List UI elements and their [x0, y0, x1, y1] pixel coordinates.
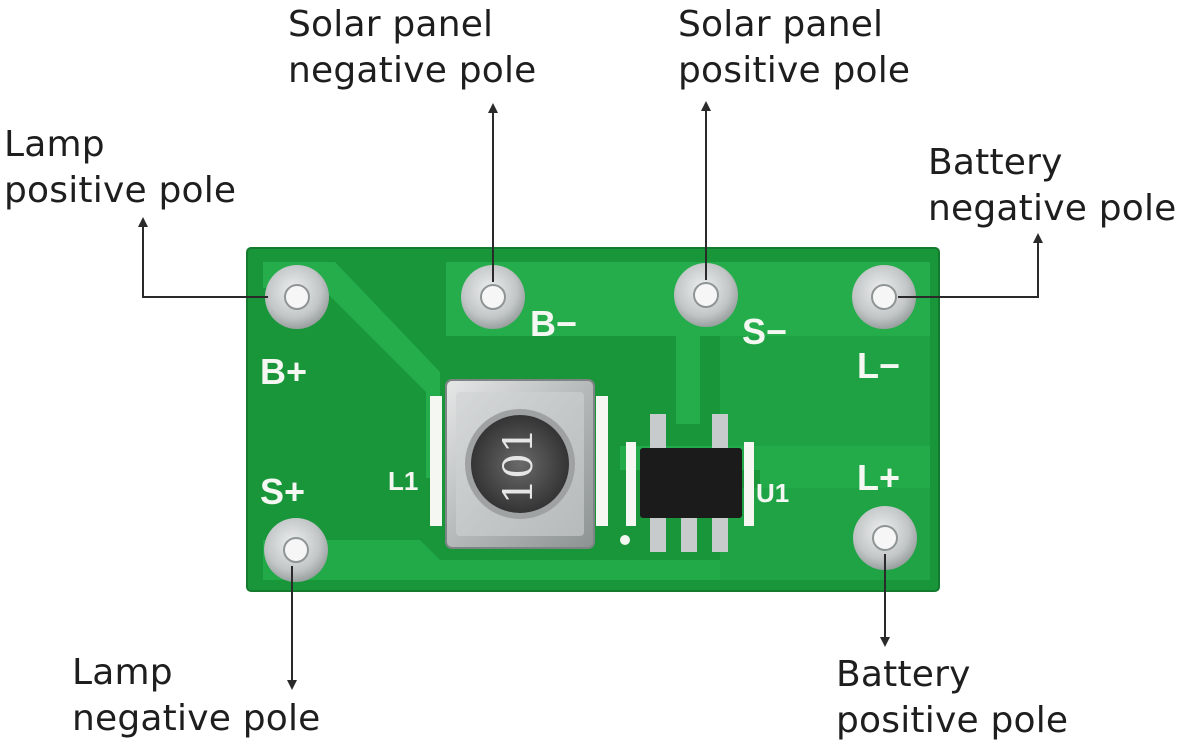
- pad-l-plus: [853, 506, 917, 570]
- pad-b-minus: [461, 265, 525, 329]
- callout-lamp-negative: Lamp negative pole: [72, 652, 321, 739]
- silkscreen-b-plus: B+: [260, 351, 307, 392]
- callout-battery-negative: Battery negative pole: [928, 142, 1177, 229]
- callout-solar-negative: Solar panel negative pole: [288, 4, 537, 91]
- silkscreen-s-plus: S+: [260, 471, 305, 512]
- inductor-marking: 101: [496, 428, 542, 504]
- silkscreen-b-minus: B−: [530, 303, 577, 344]
- callout-lamp-positive: Lamp positive pole: [4, 124, 237, 211]
- pad-s-plus: [264, 518, 328, 582]
- silkscreen-s-minus: S−: [742, 311, 787, 352]
- pad-b-plus: [265, 265, 329, 329]
- silkscreen-l-minus: L−: [857, 345, 900, 386]
- inductor-l1: 101: [430, 379, 608, 549]
- inductor-designator: L1: [388, 466, 418, 496]
- chip-designator: U1: [756, 478, 789, 508]
- pad-s-minus: [674, 263, 738, 327]
- silkscreen-l-plus: L+: [857, 457, 900, 498]
- chip-u1: [620, 414, 754, 552]
- pad-l-minus: [852, 265, 916, 329]
- leader-battery-negative: [898, 233, 1043, 298]
- leader-lamp-positive: [138, 217, 268, 298]
- callout-battery-positive: Battery positive pole: [836, 654, 1069, 741]
- callout-solar-positive: Solar panel positive pole: [678, 4, 911, 91]
